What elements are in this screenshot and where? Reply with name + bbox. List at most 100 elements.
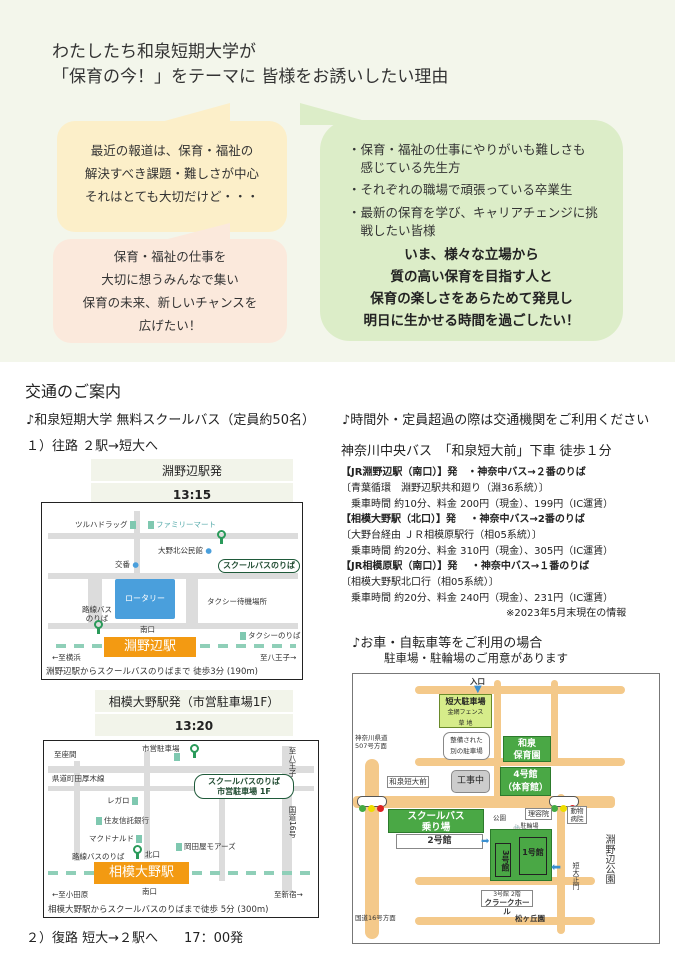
route-bus-label: 路線バスのりば: [72, 852, 125, 861]
bubble-concern: 最近の報道は、保育・福祉の 解決すべき課題・難しさが中心 それはとても大切だけど…: [57, 121, 287, 232]
bubble-list-item: 感じている先生方: [348, 160, 461, 175]
to-hachioji-label: 至八王子→: [260, 653, 297, 662]
community-hall-label: 大野北公民館 ●: [158, 546, 212, 555]
road: [415, 917, 595, 925]
route-fare: 乗車時間 約20分、料金 310円（現金）、305円（IC運賃）: [341, 546, 614, 557]
okadaya-label: 岡田屋モアーズ: [174, 841, 236, 852]
route-line: 〔相模大野駅北口行（相05系統）〕: [341, 577, 499, 588]
rotary: ロータリー: [115, 579, 175, 619]
label-text: 大野北公民館: [158, 546, 203, 555]
road: [551, 680, 558, 764]
callout-text: 市営駐車場 1F: [217, 787, 271, 796]
route-bus-label: 路線バスのりば: [82, 605, 112, 623]
other-parking: 整備された別の駐車場: [443, 732, 490, 760]
bus-stop-pin-icon: [217, 530, 226, 544]
clark-hall: 3号館 2階クラークホール: [481, 890, 533, 916]
road: [282, 746, 292, 891]
to-zama-label: 至座間: [54, 750, 77, 759]
route-fare: 乗車時間 約10分、料金 200円（現金）、199円（IC運賃）: [341, 499, 614, 510]
label-text: マクドナルド: [89, 834, 134, 843]
map-caption: 淵野辺駅からスクールバスのりばまで 徒歩3分 (190m): [46, 667, 258, 677]
tsuruha-label: ツルハドラッグ: [75, 519, 138, 530]
label-text: 乗り場: [421, 822, 451, 833]
campus-map: 入口 ▼ 短大駐車場金網フェンス草 地 整備された別の駐車場 和泉保育園 神奈川…: [352, 673, 660, 944]
mcdonalds-label: マクドナルド: [89, 833, 144, 844]
entrance-label: 入口: [470, 677, 485, 686]
label-text: 岡田屋モアーズ: [184, 842, 236, 851]
route-line: 〔青葉循環 淵野辺駅共和廻り（淵36系統）〕: [341, 483, 549, 494]
building-1: 1号館: [519, 837, 547, 875]
parking-name: 短大駐車場: [445, 697, 486, 706]
arrow-icon: ➡: [481, 836, 490, 847]
public-transport-heading: ♪時間外・定員超過の際は交通機関をご利用ください: [342, 413, 650, 428]
bubble-text: 保育の未来、新しいチャンスを: [82, 295, 258, 310]
intro-section: わたしたち和泉短期大学が 「保育の今！」をテーマに 皆様をお誘いしたい理由 最近…: [0, 0, 675, 362]
label-text: 動物: [570, 807, 584, 815]
label-text: 507号方面: [355, 742, 387, 750]
kendo-label: 県道町田厚木線: [52, 774, 105, 783]
matsugaoka-label: 松ヶ丘園: [515, 914, 545, 923]
entrance-arrow-icon: ▼: [474, 684, 482, 695]
bubble-text: 最近の報道は、保育・福祉の: [90, 143, 254, 158]
intro-title-line2: 「保育の今！」をテーマに 皆様をお誘いしたい理由: [52, 67, 449, 87]
school-bus-stop: スクールバス乗り場: [388, 809, 484, 833]
route-origin: 【JR相模原駅（南口）】発 ・神奈中バス→１番のりば: [341, 561, 590, 572]
sagamiono-station: 相模大野駅: [94, 862, 189, 884]
kokudo-label: 国道16号: [288, 806, 297, 839]
callout-text: スクールバスのりば: [208, 777, 280, 786]
familymart-label: ファミリーマート: [146, 519, 216, 530]
road: [48, 623, 298, 629]
campus-parking: 短大駐車場金網フェンス草 地: [439, 694, 492, 728]
label-text: 駐輪場: [520, 823, 539, 830]
bubble-hope: 保育・福祉の仕事を 大切に想うみんなで集い 保育の未来、新しいチャンスを 広げた…: [53, 239, 287, 343]
fuchinobe-map: ツルハドラッグ ファミリーマート スクールバスのりば 大野北公民館 ● 交番 ●…: [41, 502, 303, 680]
bubble-tail: [160, 223, 230, 241]
car-heading: ♪お車・自転車等をご利用の場合: [352, 636, 543, 651]
road: [415, 686, 625, 694]
to-odawara-label: ←至小田原: [52, 890, 89, 899]
return-heading: ２）復路 短大→２駅へ 17：00発: [26, 931, 244, 946]
building-4-gym: 4号館（体育館）: [500, 767, 551, 796]
label-text: クラークホール: [484, 898, 530, 916]
label-text: のりば: [85, 614, 109, 623]
bus-line: 神奈川中央バス 「和泉短大前」下車 徒歩１分: [341, 444, 612, 459]
bubble-text: 解決すべき課題・難しさが中心: [84, 166, 260, 181]
label-text: 交番: [115, 560, 130, 569]
bubble-bold-line: 質の高い保育を目指す人と: [390, 269, 553, 285]
road: [494, 680, 501, 800]
bicycle-icon: 🚲: [513, 823, 521, 830]
bubble-bold-line: 保育の楽しさをあらためて発見し: [370, 291, 573, 307]
traffic-light-icon: [357, 796, 387, 812]
car-sub: 駐車場・駐輪場のご用意があります: [384, 651, 568, 665]
sagamiono-map: 至座間 市営駐車場 県道町田厚木線 至八王子 スクールバスのりば市営駐車場 1F…: [43, 740, 319, 918]
label-text: 整備された: [450, 736, 483, 744]
label-text: （体育館）: [502, 783, 548, 793]
vet-clinic: 動物病院: [567, 806, 587, 824]
school-bus-stop-callout: スクールバスのりば: [218, 559, 300, 573]
road: [415, 877, 595, 885]
road: [186, 577, 198, 627]
bubble-list-item: ・それぞれの職場で頑張っている卒業生: [348, 182, 573, 197]
school-bus-heading: ♪和泉短期大学 無料スクールバス（定員約50名）: [26, 413, 315, 428]
bus-stop-izumi-tandaimae: 和泉短大前: [387, 776, 429, 788]
depart-time: 13:20: [95, 714, 293, 738]
route16-label: 国道16号方面: [355, 914, 396, 922]
sumitomo-label: 住友信託銀行: [94, 815, 149, 826]
to-yokohama-label: ←至横浜: [52, 653, 81, 662]
label-text: 保育園: [513, 751, 541, 761]
label-text: レガロ: [107, 796, 130, 805]
intro-title-line1: わたしたち和泉短期大学が: [52, 42, 256, 62]
building-3: 3号館: [495, 843, 511, 877]
map-caption: 相模大野駅からスクールバスのりばまで徒歩 5分 (300m): [48, 905, 269, 915]
route-origin: 【相模大野駅（北口）】発 ・神奈中バス→2番のりば: [341, 514, 585, 525]
to-hachioji-label: 至八王子: [288, 747, 297, 777]
school-bus-stop-callout: スクールバスのりば市営駐車場 1F: [194, 774, 294, 799]
parking-label: 市営駐車場: [142, 744, 180, 753]
label-text: 神奈川県道: [355, 734, 388, 742]
road: [144, 751, 150, 859]
route-bus-pin-icon: [133, 845, 142, 859]
bubble-text: 広げたい！: [138, 318, 202, 333]
parking-sub: 金網フェンス: [447, 709, 484, 716]
bubble-text: 保育・福祉の仕事を: [113, 249, 227, 264]
taxi-wait-label: タクシー待機場所: [207, 597, 267, 606]
